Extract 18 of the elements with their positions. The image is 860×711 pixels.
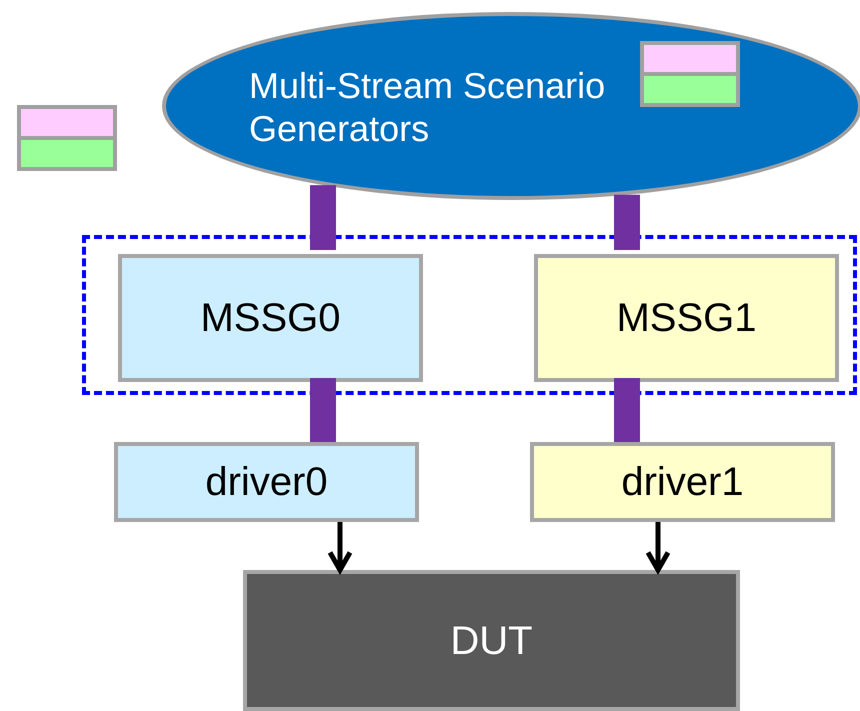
node-label: Multi-Stream Scenario Generators	[249, 64, 606, 150]
connector-bar	[310, 185, 336, 250]
process-box	[534, 254, 839, 382]
process-box	[530, 442, 835, 522]
connector-bar	[614, 194, 640, 250]
dut-box	[243, 570, 740, 711]
dashed-group-box	[82, 235, 857, 395]
process-box	[118, 254, 423, 382]
node-label: driver1	[621, 459, 744, 506]
arrow	[328, 522, 352, 572]
node-label: MSSG1	[616, 295, 757, 342]
connector-bar	[310, 378, 336, 442]
node-label: DUT	[450, 618, 533, 664]
node-label: MSSG0	[200, 295, 341, 342]
arrow	[646, 522, 670, 572]
node-label: driver0	[205, 459, 328, 506]
connector-bar	[614, 378, 640, 442]
process-box	[114, 442, 419, 522]
